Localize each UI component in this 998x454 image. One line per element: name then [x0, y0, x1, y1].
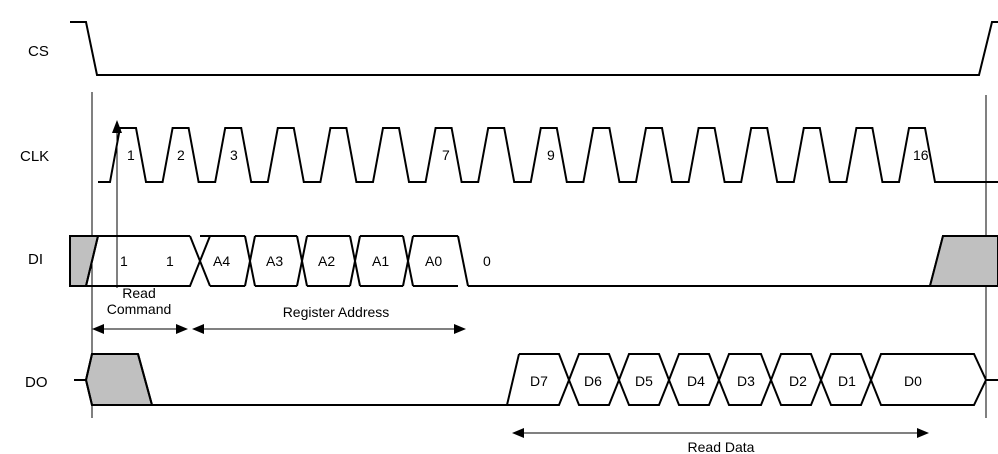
- read-command-arrow-right: [176, 324, 188, 334]
- read-data-arrow-right: [917, 428, 929, 438]
- clock-number-1: 1: [127, 147, 135, 163]
- clock-number-16: 16: [913, 147, 929, 163]
- clock-edge-arrowhead: [112, 120, 122, 133]
- do-bit-d3: D3: [737, 373, 755, 389]
- di-undefined-start: [69, 235, 100, 287]
- do-undefined-start: [84, 353, 154, 406]
- do-bit-d0: D0: [904, 373, 922, 389]
- di-waveform-lower: [70, 235, 998, 287]
- do-bit-d1: D1: [838, 373, 856, 389]
- register-address-arrow-right: [454, 324, 466, 334]
- read-command-arrow-left: [92, 324, 104, 334]
- register-address-arrow-left: [192, 324, 204, 334]
- register-address-label: Register Address: [283, 304, 390, 320]
- read-command-label-line1: Read: [122, 285, 155, 301]
- di-bit-a2: A2: [318, 253, 335, 269]
- di-bit-a1: A1: [372, 253, 389, 269]
- clock-number-3: 3: [230, 147, 238, 163]
- di-bit-zero: 0: [483, 253, 491, 269]
- read-data-arrow-left: [512, 428, 524, 438]
- di-bit-a3: A3: [266, 253, 283, 269]
- do-bit-d7: D7: [530, 373, 548, 389]
- read-data-label: Read Data: [688, 439, 755, 454]
- do-bit-d4: D4: [687, 373, 705, 389]
- read-command-label-line2: Command: [107, 301, 172, 317]
- signal-label-di: DI: [28, 251, 43, 268]
- signal-label-cs: CS: [28, 43, 49, 60]
- do-bit-d2: D2: [789, 373, 807, 389]
- clock-number-2: 2: [177, 147, 185, 163]
- clk-waveform: [98, 127, 998, 183]
- di-bit-read-1: 1: [120, 253, 128, 269]
- clock-number-9: 9: [547, 147, 555, 163]
- di-bit-a4: A4: [213, 253, 230, 269]
- do-bit-d6: D6: [584, 373, 602, 389]
- di-bit-read-2: 1: [166, 253, 174, 269]
- do-bit-d5: D5: [635, 373, 653, 389]
- signal-label-do: DO: [25, 374, 48, 391]
- di-undefined-end: [928, 235, 998, 287]
- cs-waveform: [70, 21, 998, 76]
- do-data-bus: [507, 353, 998, 406]
- signal-label-clk: CLK: [20, 148, 49, 165]
- do-waveform: [74, 353, 520, 406]
- di-bit-a0: A0: [425, 253, 442, 269]
- clock-number-7: 7: [442, 147, 450, 163]
